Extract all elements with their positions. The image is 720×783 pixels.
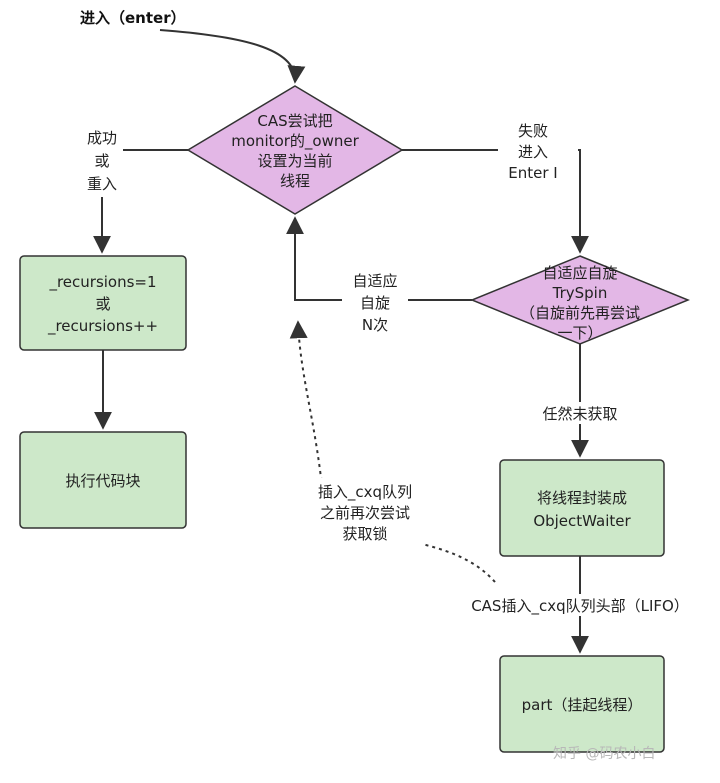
still-not-label: 任然未获取 xyxy=(542,405,617,423)
fail-label-3: Enter I xyxy=(508,164,557,182)
cas-label-4: 线程 xyxy=(280,172,310,190)
success-label-1: 成功 xyxy=(87,129,117,147)
watermark: 知乎 @码农小白 xyxy=(553,745,655,762)
fail-label-1: 失败 xyxy=(518,122,548,140)
wrap-label-2: ObjectWaiter xyxy=(533,512,631,530)
retry-dotted-arrow xyxy=(289,320,496,583)
cas-label-1: CAS尝试把 xyxy=(257,112,332,130)
success-label-3: 重入 xyxy=(87,175,117,193)
spin-label-1: 自适应自旋 xyxy=(542,264,617,282)
spin-back-label-2: 自旋 xyxy=(360,294,390,312)
spin-back-label-bg xyxy=(342,268,408,338)
park-label: part（挂起线程） xyxy=(522,696,643,714)
cas-label-3: 设置为当前 xyxy=(257,152,332,170)
entry-arrow xyxy=(159,29,306,84)
still-not-label-bg xyxy=(528,402,632,424)
exec-box xyxy=(19,431,187,529)
cas-decision-diamond xyxy=(186,85,404,215)
fail-arrow xyxy=(402,149,589,254)
retry-label-3: 获取锁 xyxy=(342,525,387,543)
retry-label-2: 之前再次尝试 xyxy=(320,504,410,522)
recursions-label-3: _recursions++ xyxy=(47,317,158,336)
cxq-insert-label-bg xyxy=(455,594,705,616)
cxq-insert-label: CAS插入_cxq队列头部（LIFO） xyxy=(471,597,689,616)
success-label-2: 或 xyxy=(94,152,109,170)
spin-back-arrow xyxy=(286,216,472,301)
entry-label: 进入（enter） xyxy=(80,9,186,27)
recursions-label-1: _recursions=1 xyxy=(48,273,156,292)
success-label-bg xyxy=(85,127,123,197)
fail-label-bg xyxy=(498,118,578,186)
spin-label-4: 一下） xyxy=(557,324,602,342)
wrap-objectwaiter-box xyxy=(499,459,665,557)
cas-label-2: monitor的_owner xyxy=(231,132,359,151)
retry-label-1: 插入_cxq队列 xyxy=(318,483,412,502)
spin-label-3: （自旋前先再尝试 xyxy=(520,304,640,322)
spin-label-2: TrySpin xyxy=(552,284,608,302)
recursions-label-2: 或 xyxy=(95,295,110,313)
park-box xyxy=(499,655,665,753)
fail-label-2: 进入 xyxy=(518,143,548,161)
exec-label: 执行代码块 xyxy=(65,472,140,490)
spin-back-label-1: 自适应 xyxy=(352,272,397,290)
wrap-label-1: 将线程封装成 xyxy=(537,489,627,507)
spin-back-label-3: N次 xyxy=(362,316,388,334)
retry-label-bg xyxy=(305,478,425,546)
